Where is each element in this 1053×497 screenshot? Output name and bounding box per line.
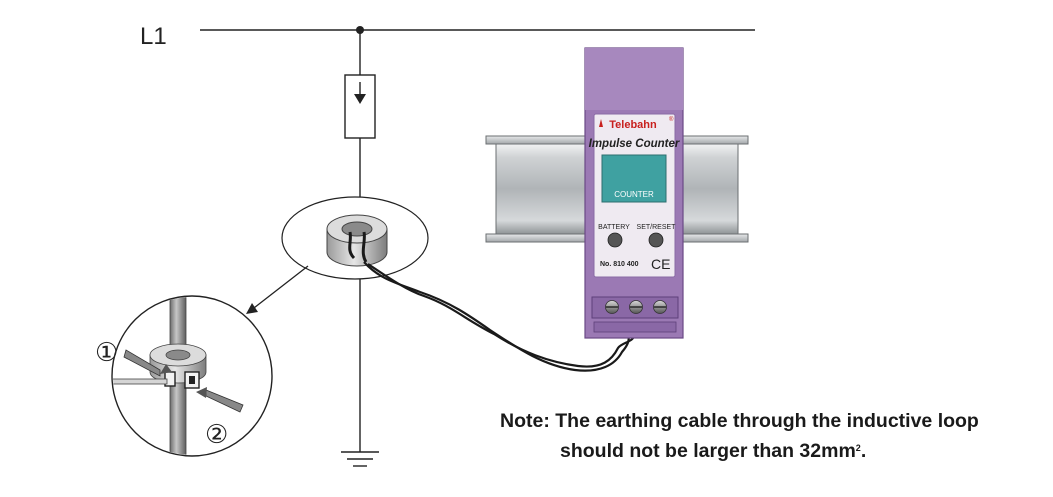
impulse-counter-device: Telebahn ® Impulse Counter COUNTER BATTE… (584, 47, 684, 339)
battery-label: BATTERY (598, 224, 630, 231)
arrow-step-1 (123, 349, 161, 377)
brand-logo-icon (599, 119, 603, 127)
zoom-arrow-line (249, 265, 309, 312)
toroid-core (326, 214, 388, 267)
terminal-screw-3 (653, 300, 667, 314)
set-reset-button[interactable] (648, 232, 664, 248)
terminal-screw-1 (605, 300, 619, 314)
note-line-2-text: should not be larger than 32mm (560, 440, 856, 462)
note-suffix: . (860, 440, 867, 462)
screwdriver-handle (40, 376, 95, 388)
display-label: COUNTER (614, 190, 654, 199)
note-superscript: 2 (855, 443, 861, 453)
brand-registered-mark: ® (669, 116, 674, 123)
ground-symbol (341, 451, 379, 467)
twisted-wire (363, 261, 636, 372)
earthing-note: Note: The earthing cable through the ind… (500, 406, 1040, 466)
battery-button[interactable] (607, 232, 623, 248)
model-number: No. 810 400 (600, 261, 639, 268)
fuse-arrow-head (354, 94, 366, 104)
note-line-2: should not be larger than 32mm2. (500, 436, 1040, 466)
step-marker-2: ② (205, 419, 228, 449)
ce-mark: CE (651, 256, 670, 272)
line-label-l1: L1 (140, 23, 167, 50)
terminal-strip (593, 321, 677, 333)
screwdriver-shaft (113, 378, 168, 385)
zoom-arrow-head (246, 303, 258, 314)
step-marker-1: ① (95, 337, 118, 367)
device-product-name: Impulse Counter (589, 138, 680, 150)
set-reset-label: SET/RESET (637, 224, 677, 231)
note-line-1: Note: The earthing cable through the ind… (500, 410, 979, 432)
device-brand: Telebahn (609, 119, 657, 131)
device-display (601, 154, 667, 203)
detail-magnifier: ① ② (40, 295, 273, 457)
terminal-screw-2 (629, 300, 643, 314)
